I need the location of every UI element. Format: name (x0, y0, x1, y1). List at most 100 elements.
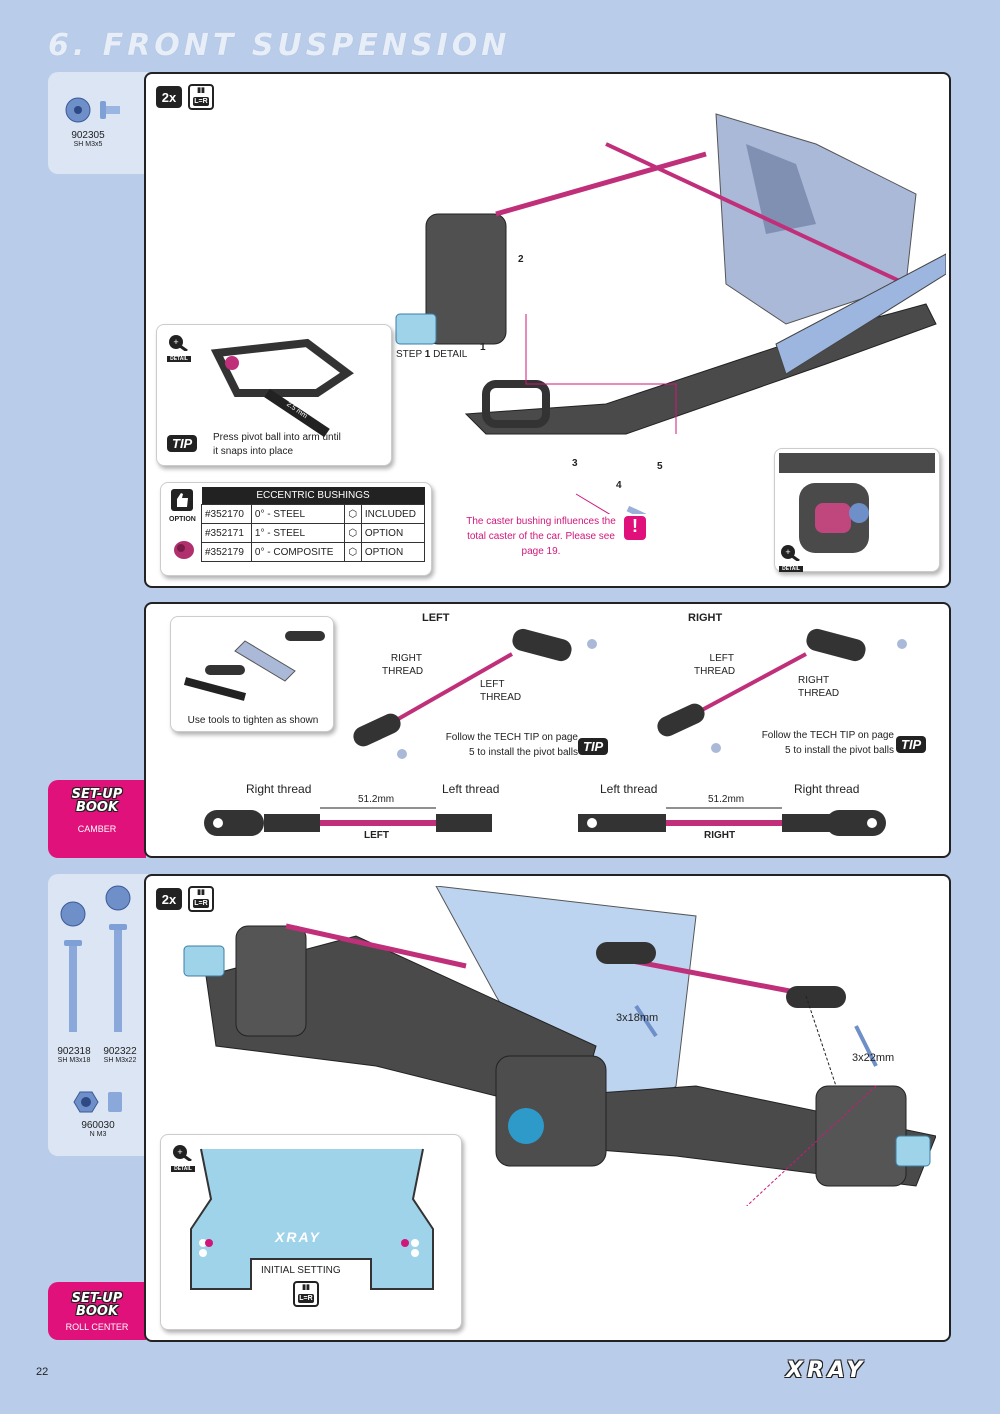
part-desc: SH M3x22 (103, 1057, 137, 1064)
right-turnbuckle (578, 807, 886, 836)
row-code: #352171 (201, 523, 252, 543)
tip-badge: TIP (167, 435, 198, 452)
front-assembly-illustration (183, 886, 936, 1206)
callout-5: 5 (657, 461, 663, 472)
lr-label: L=R (193, 97, 209, 106)
right-title: RIGHT (688, 612, 723, 624)
step-panel-3: 2x ▮▮L=R 3x18mm 3x22mm + DETAIL (144, 874, 951, 1342)
step-detail-num: 1 (424, 349, 431, 360)
step-detail-label: STEP 1 DETAIL (396, 349, 467, 360)
right-left-thread: LEFT THREAD (694, 653, 736, 677)
part-desc: N M3 (89, 1131, 107, 1138)
table-row: #352170 0° - STEEL ⬡ INCLUDED (201, 504, 426, 524)
detail-label: DETAIL (779, 566, 803, 572)
lr-icon: ▮▮L=R (188, 886, 214, 912)
detail-label: DETAIL (171, 1166, 195, 1172)
suspension-illustration (395, 113, 946, 514)
part-desc: SH M3x5 (73, 141, 103, 148)
tools-note: Use tools to tighten as shown (187, 715, 319, 726)
left-link-l: Right thread (246, 782, 312, 796)
svg-text:+: + (177, 1147, 182, 1157)
screw-3x18: 3x18mm (616, 1012, 659, 1024)
row-desc: 1° - STEEL (250, 523, 345, 543)
hex-icon: ⬡ (343, 504, 362, 524)
row-desc: 0° - COMPOSITE (250, 542, 345, 562)
table-header: ECCENTRIC BUSHINGS (201, 487, 425, 505)
right-right-thread: RIGHT THREAD (798, 675, 840, 699)
row-status: INCLUDED (360, 504, 426, 524)
step-panel-1: 2x ▮▮L=R 2 1 3 4 5 STEP 1 DETAIL (144, 72, 951, 588)
left-link-illustration (353, 628, 597, 759)
row-desc: 0° - STEEL (250, 504, 345, 524)
step-detail-suffix: DETAIL (433, 349, 468, 360)
detail-inset-plate: + DETAIL XRAY INITIAL SETTING ▮▮L=R (160, 1134, 462, 1330)
step-detail-prefix: STEP (396, 349, 422, 360)
setup-book-camber: SET-UP BOOK CAMBER (48, 780, 146, 858)
screw-3x22: 3x22mm (852, 1052, 895, 1064)
right-link-illustration (657, 628, 907, 753)
right-link-name: RIGHT (704, 830, 736, 841)
right-link-r: Right thread (794, 782, 860, 796)
bushing-icon (174, 541, 194, 559)
nut-icon (73, 1091, 122, 1113)
initial-setting: INITIAL SETTING (261, 1265, 341, 1276)
lr-label: L=R (298, 1294, 314, 1303)
row-code: #352170 (201, 504, 252, 524)
page-number: 22 (36, 1366, 49, 1378)
brand-logo: XRAY (786, 1358, 867, 1383)
callout-1: 1 (480, 342, 486, 353)
svg-text:+: + (173, 337, 178, 347)
table-row: #352171 1° - STEEL ⬡ OPTION (201, 523, 426, 543)
screws-icon (60, 885, 131, 1032)
step-panel-2: Use tools to tighten as shown LEFT RIGHT… (144, 602, 951, 858)
left-link-r: Left thread (442, 782, 500, 796)
detail-icon: + DETAIL (167, 333, 191, 362)
setup-book-sub: ROLL CENTER (65, 1322, 129, 1332)
right-link-len: 51.2mm (708, 794, 745, 805)
setup-book-label: SET-UP BOOK (71, 787, 123, 815)
left-left-thread: LEFT THREAD (480, 679, 522, 703)
part-code: 902305 (71, 130, 105, 141)
left-link-name: LEFT (364, 830, 389, 841)
part-code: 902322 (103, 1046, 137, 1057)
left-title: LEFT (422, 612, 450, 624)
tip-badge-right: TIP (896, 736, 927, 753)
detail-inset: + DETAIL 2.5 mm TIP Press pivot ball int… (156, 324, 392, 466)
row-status: OPTION (360, 542, 426, 562)
lr-label: L=R (193, 899, 209, 908)
tools-inset: Use tools to tighten as shown (170, 616, 334, 732)
setup-book-roll-center: SET-UP BOOK ROLL CENTER (48, 1282, 146, 1340)
right-link-l: Left thread (600, 782, 658, 796)
plate-brand: XRAY (275, 1229, 321, 1245)
row-code: #352179 (201, 542, 252, 562)
part-desc: SH M3x18 (57, 1057, 91, 1064)
right-tip-note: Follow the TECH TIP on page 5 to install… (761, 730, 894, 756)
lr-icon: ▮▮L=R (293, 1281, 319, 1307)
hex-icon: ⬡ (343, 542, 362, 562)
page-title: 6. FRONT SUSPENSION (48, 28, 511, 63)
table-row: #352179 0° - COMPOSITE ⬡ OPTION (201, 542, 426, 562)
thumbs-up-icon: OPTION (169, 489, 196, 523)
parts-sidebar-bottom: 902318 SH M3x18 902322 SH M3x22 960030 N… (48, 874, 148, 1156)
left-right-thread: RIGHT THREAD (382, 653, 424, 677)
caster-note: The caster bushing influences the total … (466, 516, 616, 557)
parts-sidebar-top: 902305 SH M3x5 (48, 72, 148, 174)
setup-book-label: SET-UP BOOK (71, 1291, 123, 1319)
alert-icon: ! (624, 516, 646, 540)
shock-tower-plate (190, 1148, 434, 1290)
detail-inset-right: + DETAIL (774, 448, 940, 572)
option-box: OPTION ECCENTRIC BUSHINGS #352170 0° - S… (160, 482, 432, 576)
qty-badge: 2x (156, 888, 182, 910)
callout-4: 4 (616, 480, 622, 491)
svg-text:+: + (785, 547, 790, 557)
detail-icon: + DETAIL (171, 1143, 195, 1172)
hex-icon: ⬡ (343, 523, 362, 543)
qty-badge: 2x (156, 86, 182, 108)
part-code: 902318 (57, 1046, 91, 1057)
row-status: OPTION (360, 523, 426, 543)
bushing-detail-illustration (779, 453, 935, 553)
detail-label: DETAIL (167, 356, 191, 362)
lr-icon: ▮▮L=R (188, 84, 214, 110)
left-turnbuckle (204, 807, 492, 836)
left-link-len: 51.2mm (358, 794, 395, 805)
